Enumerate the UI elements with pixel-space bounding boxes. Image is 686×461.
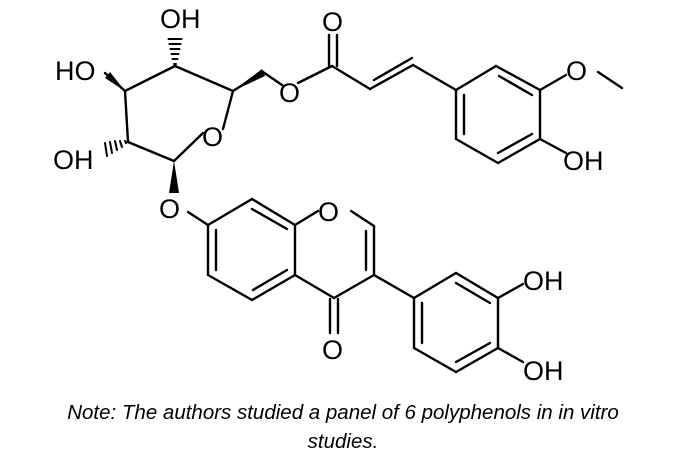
bond xyxy=(250,197,297,227)
bond xyxy=(596,70,624,90)
bond xyxy=(172,131,205,163)
bond xyxy=(349,209,376,228)
atom-label-oh: OH xyxy=(160,4,201,34)
bond xyxy=(412,346,458,374)
bond xyxy=(206,197,254,227)
bond xyxy=(332,273,376,300)
atom-label-o: O xyxy=(159,194,180,224)
bond xyxy=(411,63,458,92)
bond xyxy=(123,64,177,93)
bond-lines xyxy=(103,33,624,374)
bond xyxy=(538,137,568,155)
bond xyxy=(454,346,500,374)
bond xyxy=(454,271,500,300)
figure-caption: Note: The authors studied a panel of 6 p… xyxy=(0,398,686,456)
bond xyxy=(454,281,492,305)
bond xyxy=(296,64,334,85)
bond xyxy=(368,63,415,91)
bond xyxy=(454,137,500,165)
atom-label-ho: HO xyxy=(55,56,96,86)
atom-label-oh: OH xyxy=(563,146,604,176)
bond xyxy=(372,56,414,82)
bond xyxy=(250,207,289,231)
bond xyxy=(330,64,372,91)
bond xyxy=(293,273,336,300)
bond xyxy=(496,132,534,155)
wedge-bond xyxy=(233,69,265,91)
bond xyxy=(496,137,542,165)
atom-label-oh: OH xyxy=(523,356,564,386)
bond xyxy=(538,73,568,92)
bond xyxy=(206,273,254,302)
hashed-bond xyxy=(104,140,127,157)
bond xyxy=(126,140,176,163)
wedge-bond xyxy=(169,161,179,193)
bond xyxy=(372,273,416,300)
atom-label-o: O xyxy=(322,335,343,365)
bond xyxy=(251,268,289,292)
bond xyxy=(293,209,320,227)
wedge-bond xyxy=(105,72,125,91)
atom-label-oh: OH xyxy=(523,266,564,296)
bond xyxy=(497,74,534,97)
atom-label-o: O xyxy=(318,197,339,227)
bond xyxy=(221,89,235,131)
bond xyxy=(496,282,525,300)
bond xyxy=(250,273,297,302)
bond xyxy=(173,64,235,93)
chemical-structure-diagram: OH HO OH O O O O OH O O O OH OH xyxy=(53,4,624,386)
bond xyxy=(454,341,492,364)
bond xyxy=(454,64,498,92)
bond xyxy=(261,70,284,87)
atom-label-o: O xyxy=(279,78,300,108)
bond xyxy=(412,271,458,300)
bond xyxy=(186,210,210,227)
caption-line: studies. xyxy=(307,430,379,453)
hashed-bond xyxy=(167,38,183,65)
bond xyxy=(123,89,130,144)
caption-line: Note: The authors studied a panel of 6 p… xyxy=(67,401,619,424)
bond xyxy=(494,64,542,92)
atom-label-o: O xyxy=(202,122,223,152)
bond xyxy=(496,346,525,364)
atom-label-oh: OH xyxy=(53,145,94,175)
atom-label-o: O xyxy=(322,7,343,37)
atom-label-o: O xyxy=(566,56,587,86)
